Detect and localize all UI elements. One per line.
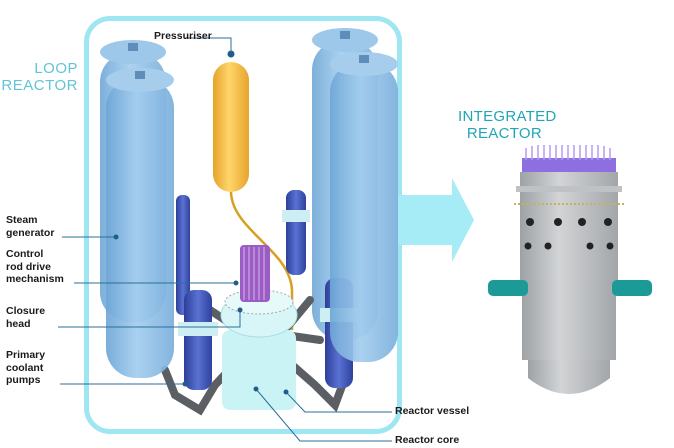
label-line: Control	[6, 248, 44, 260]
control-rod-drive-mechanism	[240, 245, 270, 302]
integrated-title-line1: INTEGRATED	[458, 108, 557, 125]
integrated-title-line2: REACTOR	[466, 125, 542, 142]
leader-lines	[58, 37, 392, 442]
steam-generator-front-left	[106, 68, 174, 378]
label-line: coolant	[6, 361, 44, 374]
loop-title-line2: REACTOR	[1, 77, 78, 94]
label-line: generator	[6, 226, 55, 239]
loop-reactor-title: LOOP REACTOR	[1, 60, 78, 94]
transition-arrow	[397, 178, 474, 262]
label-control-rod-drive: Control rod drive mechanism	[6, 248, 64, 286]
label-line: rod drive	[6, 260, 51, 273]
label-steam-generator: Steam generator	[6, 214, 54, 239]
label-reactor-vessel: Reactor vessel	[395, 405, 470, 417]
label-closure-head: Closure head	[6, 305, 45, 330]
steam-generator-front-right	[330, 52, 398, 362]
label-line: pumps	[6, 374, 41, 386]
loop-title-line1: LOOP	[34, 60, 78, 77]
leader-dots	[113, 234, 289, 395]
label-line: mechanism	[6, 273, 64, 285]
integrated-reactor	[488, 145, 652, 394]
label-reactor-core: Reactor core	[395, 434, 460, 446]
label-pressuriser: Pressuriser	[154, 30, 212, 42]
label-line: head	[6, 317, 31, 330]
label-primary-coolant-pumps: Primary coolant pumps	[6, 349, 45, 387]
label-line: Primary	[6, 349, 46, 361]
pressuriser-vessel	[213, 50, 294, 330]
integrated-reactor-title: INTEGRATED REACTOR	[458, 108, 557, 142]
label-line: Closure	[6, 305, 46, 317]
label-line: Steam	[6, 214, 38, 226]
